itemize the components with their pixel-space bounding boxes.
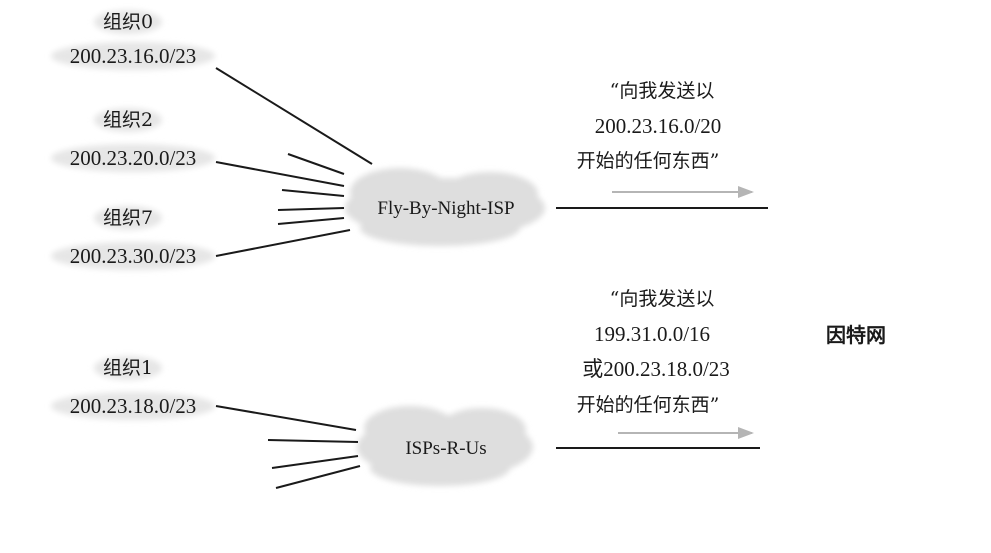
org-name-7: 组织7 [102,207,154,229]
org-prefix-7: 200.23.30.0/23 [69,244,197,268]
org-name-2: 组织2 [102,109,154,131]
announcement-isps-r-us-line-3: 或200.23.18.0/23 [582,357,730,381]
address-halos [51,10,215,420]
announcement-isps-r-us-line-4: 开始的任何东西” [576,394,720,416]
announcement-fly-by-night-line-1: “向我发送以 [609,80,715,102]
org-prefix-0: 200.23.16.0/23 [69,44,197,68]
announcement-fly-by-night-line-2: 200.23.16.0/20 [594,114,722,138]
isp-label-isps-r-us: ISPs-R-Us [405,438,487,459]
isps-r-us-links [215,405,760,489]
org-prefix-1: 200.23.18.0/23 [69,394,197,418]
isp-label-fly-by-night: Fly-By-Night-ISP [377,198,515,219]
cloud-fly-by-night [345,168,545,246]
cloud-isps-r-us [357,406,533,486]
org-name-1: 组织1 [102,357,154,379]
announcement-fly-by-night-line-3: 开始的任何东西” [576,150,720,172]
fly-by-night-links [215,67,768,257]
org-prefix-2: 200.23.20.0/23 [69,146,197,170]
announcement-isps-r-us-line-1: “向我发送以 [609,288,715,310]
org-name-0: 组织0 [102,11,154,33]
announcement-isps-r-us-line-2: 199.31.0.0/16 [593,322,711,346]
internet-label: 因特网 [826,323,886,347]
